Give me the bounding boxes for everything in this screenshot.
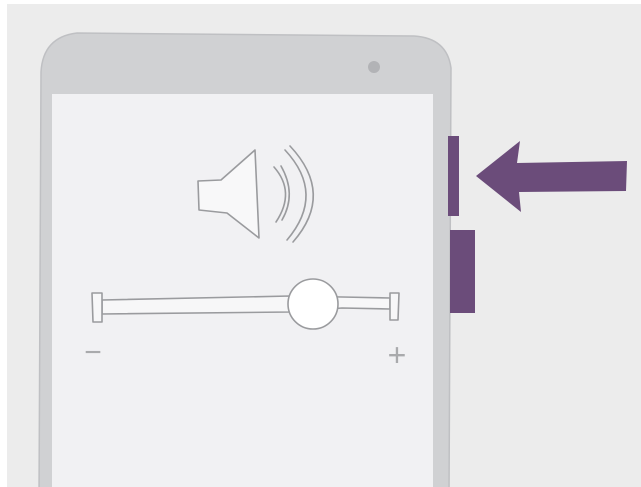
volume-plus-label: +	[388, 337, 407, 373]
phone-screen	[52, 94, 433, 487]
arrow-left-icon	[476, 141, 627, 212]
slider-left-cap	[92, 293, 102, 322]
slider-thumb[interactable]	[288, 279, 338, 329]
slider-right-cap	[390, 293, 399, 320]
volume-up-button[interactable]	[448, 136, 459, 216]
volume-down-button[interactable]	[450, 230, 475, 313]
camera-dot	[368, 61, 380, 73]
volume-minus-label: −	[84, 336, 102, 369]
